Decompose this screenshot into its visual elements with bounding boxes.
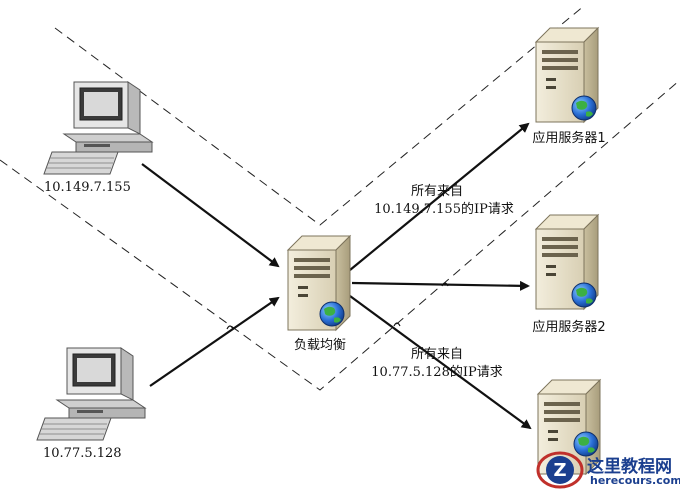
lower-route-zone [0, 79, 680, 391]
route-lower-line2: 10.77.5.128的IP请求 [371, 365, 503, 380]
client-bottom-ip: 10.77.5.128 [43, 446, 122, 461]
watermark-subtitle: herecours.com [590, 474, 680, 487]
globe-icon [571, 95, 597, 121]
globe-icon [319, 301, 345, 327]
client-computer-top [43, 81, 153, 175]
connections [141, 122, 532, 430]
arrow-balancer-to-server1 [349, 122, 530, 271]
watermark-logo: Z [536, 451, 584, 489]
arrow-client-top-to-balancer [141, 163, 280, 268]
watermark-logo-letter: Z [553, 460, 566, 481]
route-upper-line1: 所有来自 [410, 184, 464, 199]
arrow-balancer-to-server3 [349, 295, 532, 430]
watermark-title: 这里教程网 [587, 457, 672, 477]
client-computer-bottom [36, 347, 146, 441]
upper-route-zone [54, 4, 586, 226]
region-boundaries [0, 4, 680, 391]
app-server-2 [535, 214, 599, 310]
globe-icon [571, 282, 597, 308]
app-server-1 [535, 27, 599, 123]
app-server-1-label: 应用服务器1 [532, 131, 606, 146]
client-top-ip: 10.149.7.155 [44, 180, 131, 195]
arrow-balancer-to-server2 [351, 280, 530, 291]
arrow-client-bottom-to-balancer [149, 296, 280, 387]
app-server-2-label: 应用服务器2 [532, 320, 606, 335]
load-balancer-server [287, 235, 351, 331]
line-crossing-marks [226, 282, 449, 330]
route-upper-line2: 10.149.7.155的IP请求 [374, 202, 514, 217]
route-lower-line1: 所有来自 [410, 347, 464, 362]
load-balancer-label: 负载均衡 [293, 338, 347, 353]
